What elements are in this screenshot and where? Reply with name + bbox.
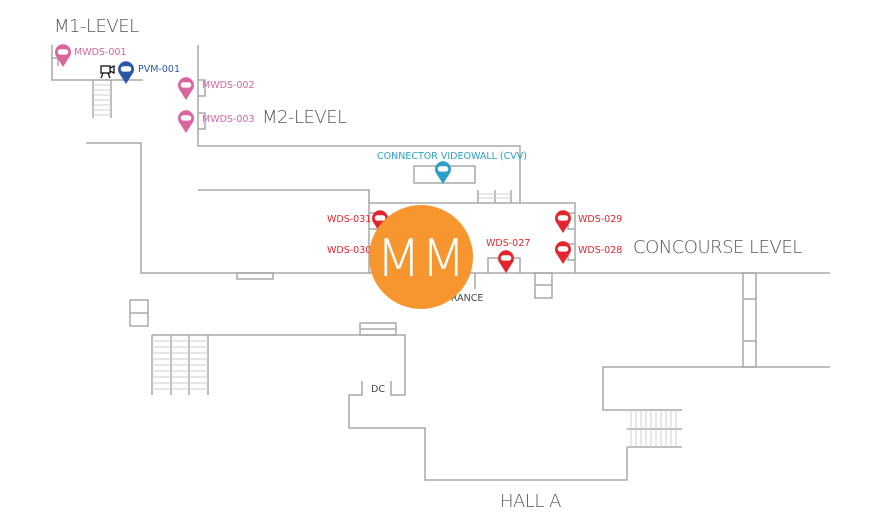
marker-wds-029[interactable]: WDS-029 — [555, 210, 622, 233]
avatar-initials: MM — [376, 229, 466, 289]
map-pin-icon — [435, 161, 451, 184]
svg-text:WDS-029: WDS-029 — [578, 214, 622, 225]
concourse-level-label: CONCOURSE LEVEL — [633, 237, 802, 258]
svg-text:WDS-027: WDS-027 — [486, 238, 530, 249]
marker-wds-028[interactable]: WDS-028 — [555, 241, 622, 264]
marker-mwds-002[interactable]: MWDS-002 — [178, 77, 255, 100]
m2-level-label: M2-LEVEL — [262, 107, 347, 128]
hall-a-label: HALL A — [500, 491, 561, 512]
dc-room-label: DC — [371, 384, 385, 395]
marker-wds-027[interactable]: WDS-027 — [486, 238, 530, 273]
marker-pvm-001[interactable]: PVM-001 — [118, 61, 180, 84]
svg-text:WDS-030: WDS-030 — [327, 245, 371, 256]
svg-text:WDS-031: WDS-031 — [327, 214, 371, 225]
walls — [51, 45, 830, 481]
marker-wds-030[interactable]: WDS-030 — [327, 245, 371, 256]
svg-text:MWDS-003: MWDS-003 — [202, 114, 255, 125]
marker-mwds-001[interactable]: MWDS-001 — [55, 44, 127, 67]
map-pin-icon — [178, 110, 194, 133]
svg-text:CONNECTOR VIDEOWALL (CVV): CONNECTOR VIDEOWALL (CVV) — [377, 151, 527, 162]
svg-text:MWDS-001: MWDS-001 — [74, 47, 127, 58]
m1-level-label: M1-LEVEL — [54, 16, 139, 37]
map-pin-icon — [498, 250, 514, 273]
video-camera-icon — [100, 64, 115, 79]
user-avatar-badge[interactable]: MM — [369, 205, 473, 309]
entrance-label: ENTRANCE — [432, 293, 483, 304]
marker-cvv[interactable]: CONNECTOR VIDEOWALL (CVV) — [377, 151, 527, 184]
marker-mwds-003[interactable]: MWDS-003 — [178, 110, 255, 133]
map-pin-icon — [178, 77, 194, 100]
svg-text:WDS-028: WDS-028 — [578, 245, 622, 256]
marker-wds-031[interactable]: WDS-031 — [327, 210, 388, 233]
svg-text:MWDS-002: MWDS-002 — [202, 80, 255, 91]
svg-text:PVM-001: PVM-001 — [138, 64, 180, 75]
